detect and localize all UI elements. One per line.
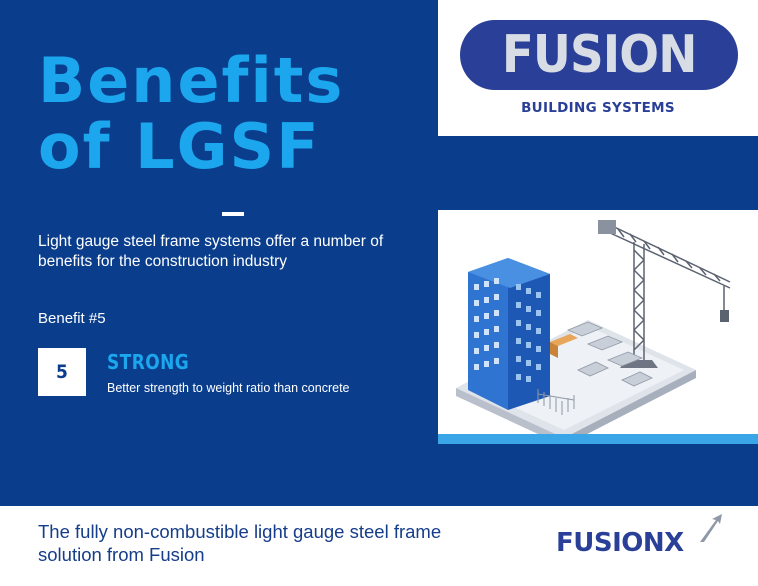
footer-tagline: The fully non-combustible light gauge st… (38, 521, 442, 565)
logo-subtitle: BUILDING SYSTEMS (521, 100, 675, 116)
fusion-logo-panel: FUSION BUILDING SYSTEMS (438, 0, 758, 136)
footer: The fully non-combustible light gauge st… (0, 506, 758, 586)
fusionx-logo: FUSIONX (556, 514, 722, 558)
construction-illustration (438, 210, 758, 446)
benefit-number-badge: 5 (38, 348, 86, 396)
construction-site-icon (456, 220, 731, 446)
arrow-icon (700, 514, 722, 542)
fusion-logo: FUSION (460, 20, 738, 90)
benefit-description: Better strength to weight ratio than con… (107, 381, 350, 395)
fusionx-logo-text: FUSIONX (556, 528, 684, 558)
accent-bar (438, 434, 758, 444)
divider (222, 212, 244, 216)
benefit-label: Benefit #5 (38, 310, 106, 327)
page-title: Benefits of LGSF (38, 44, 345, 183)
fusion-logo-text: FUSION (501, 25, 698, 85)
benefit-title: STRONG (107, 350, 190, 374)
intro-text: Light gauge steel frame systems offer a … (38, 233, 384, 270)
